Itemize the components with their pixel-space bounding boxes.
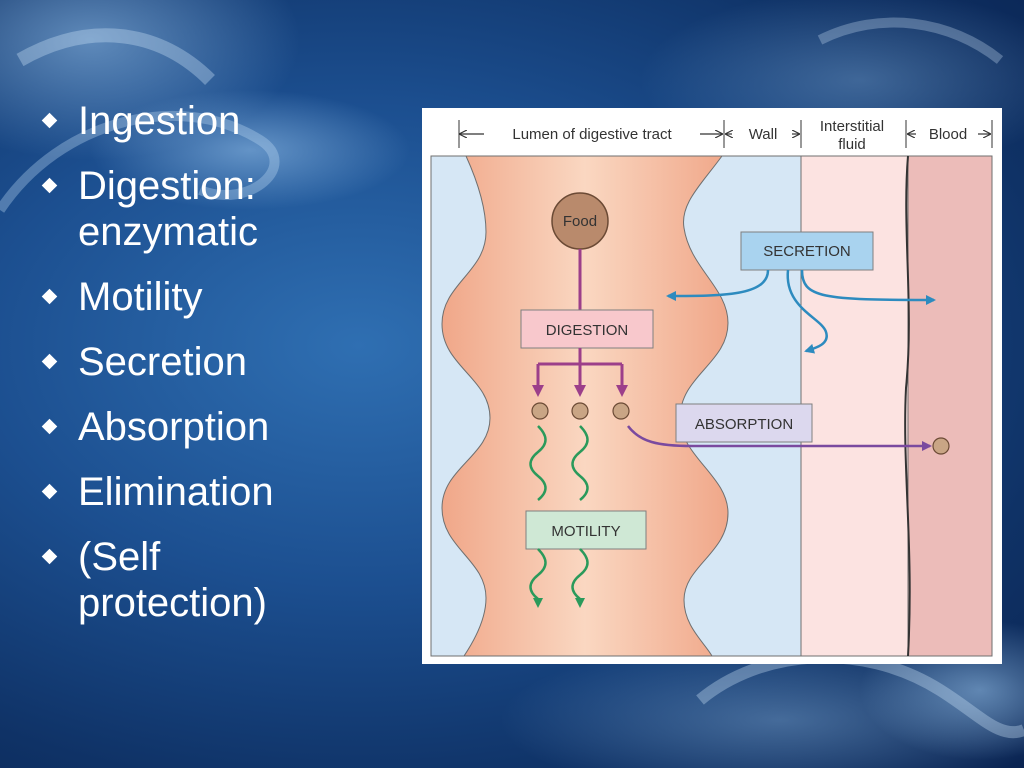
diamond-bullet-icon [41,353,58,370]
digestion-box [520,309,654,349]
diamond-bullet-icon [41,288,58,305]
bullet-item: Digestion:enzymatic [40,163,400,255]
bullet-text-continued: enzymatic [78,210,259,254]
bullet-item: Secretion [40,339,400,385]
blood-zone [907,155,993,657]
interstitial-label-line2: fluid [838,136,866,153]
absorption-label: ABSORPTION [695,416,793,433]
lumen-label: Lumen of digestive tract [512,126,672,143]
bullet-text: (Self [78,535,161,579]
digestive-process-diagram: Lumen of digestive tract Wall Interstiti… [422,108,1002,664]
bullet-text: Secretion [78,340,247,384]
interstitial-zone [800,155,909,657]
nutrient-particle [571,402,589,420]
absorption-arrow [627,425,932,451]
motility-arrow-right [571,548,589,608]
diamond-bullet-icon [41,483,58,500]
food-label: Food [563,213,597,230]
diamond-bullet-icon [41,548,58,565]
diamond-bullet-icon [41,418,58,435]
motility-wave-left [529,425,547,501]
secretion-arrow-to-blood [800,269,936,305]
bullet-text: Digestion: [78,164,256,208]
bullet-text: Motility [78,275,203,319]
diagram-canvas: Lumen of digestive tract Wall Interstiti… [430,118,993,657]
bullet-item: Ingestion [40,98,400,144]
absorption-box [675,403,813,443]
bullet-text: Absorption [78,405,270,449]
bullet-text: Elimination [78,470,274,514]
bullet-item: Absorption [40,404,400,450]
motility-box [525,510,647,550]
motility-arrow-left [529,548,547,608]
bullet-item: Motility [40,274,400,320]
secretion-arrow-to-interstitial [786,269,828,354]
nutrient-particle [531,402,549,420]
secretion-arrow-to-lumen [666,269,770,301]
wall-label: Wall [749,126,778,143]
bullet-item: Elimination [40,469,400,515]
secretion-label: SECRETION [763,243,851,260]
secretion-box [740,231,874,271]
capillary-wall [904,155,911,657]
bullet-text: Ingestion [78,99,241,143]
motility-label: MOTILITY [551,523,620,540]
diamond-bullet-icon [41,112,58,129]
diamond-bullet-icon [41,177,58,194]
nutrient-particle [612,402,630,420]
blood-label: Blood [929,126,967,143]
interstitial-label: Interstitial [820,118,884,135]
bullet-list: Ingestion Digestion:enzymatic Motility S… [40,98,400,645]
bullet-text-continued: protection) [78,581,267,625]
absorbed-nutrient-particle [932,437,950,455]
motility-wave-right [571,425,589,501]
digestion-label: DIGESTION [546,322,629,339]
